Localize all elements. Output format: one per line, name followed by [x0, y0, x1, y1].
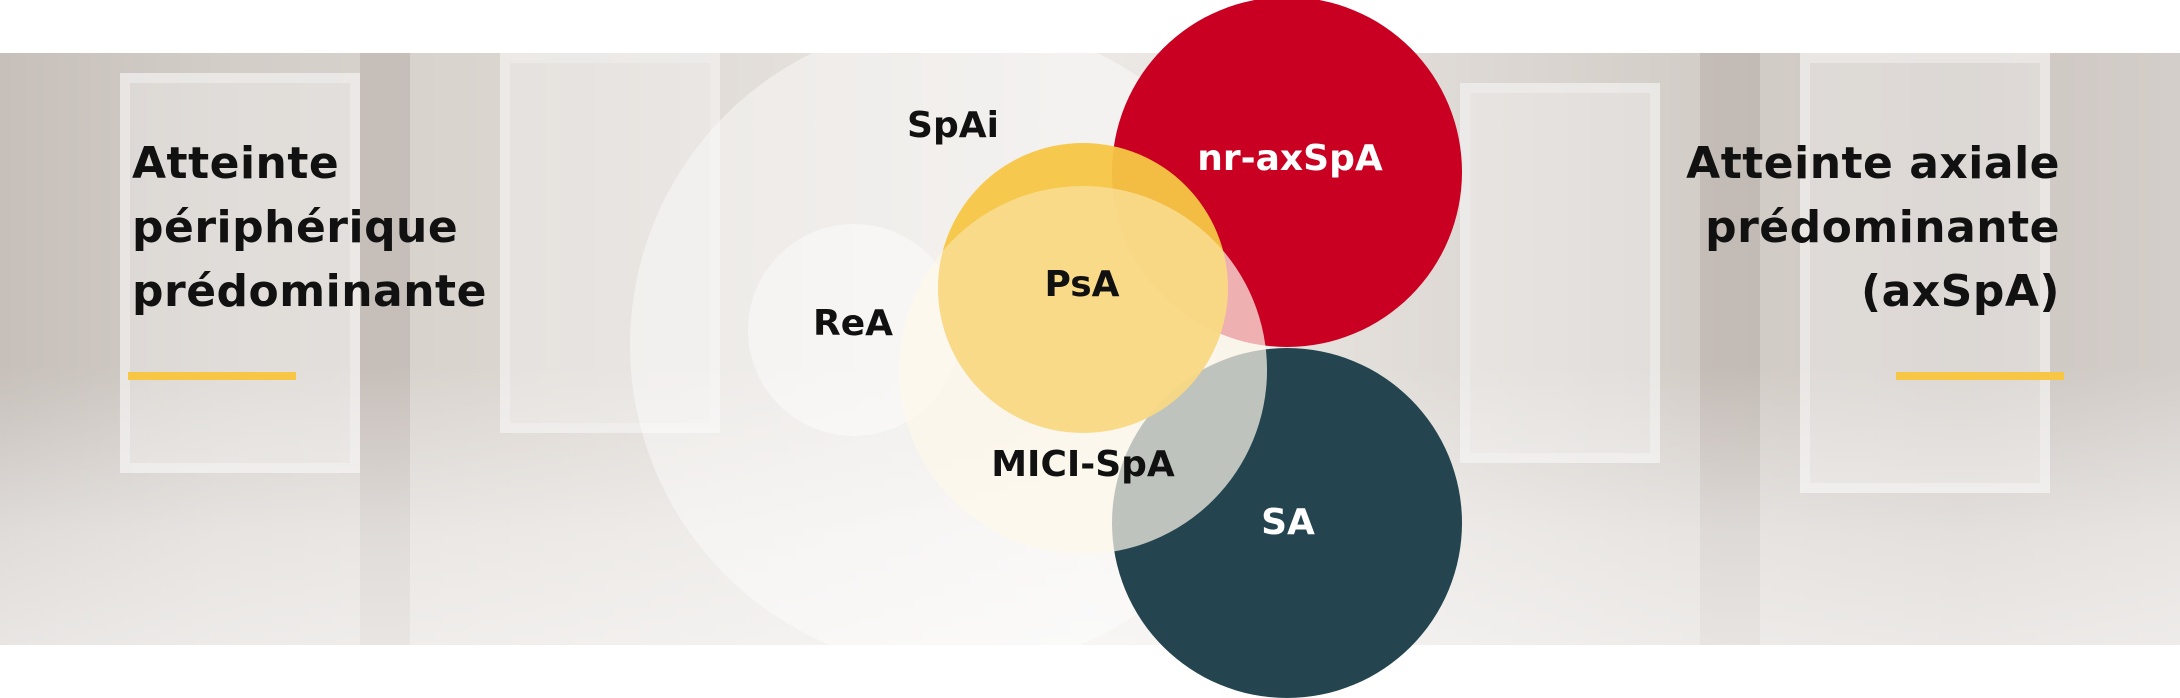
- left-accent-bar: [128, 372, 296, 380]
- label-psa: PsA: [1044, 264, 1119, 305]
- right-heading: Atteinte axiale prédominante (axSpA): [1686, 132, 2060, 324]
- label-spai: SpAi: [907, 105, 999, 146]
- left-heading-line-3: prédominante: [132, 266, 487, 317]
- label-mici: MICI-SpA: [991, 444, 1175, 485]
- right-heading-line-2: prédominante: [1705, 202, 2060, 253]
- circle-psa: [938, 143, 1228, 433]
- right-heading-line-1: Atteinte axiale: [1686, 138, 2060, 189]
- right-heading-line-3: (axSpA): [1860, 266, 2060, 317]
- left-heading-line-1: Atteinte: [132, 138, 340, 189]
- circle-mici-overlay: [899, 186, 1267, 554]
- label-rea: ReA: [813, 303, 893, 344]
- label-sa: SA: [1261, 502, 1315, 543]
- label-nraxspa: nr-axSpA: [1197, 138, 1383, 179]
- left-heading: Atteinte périphérique prédominante: [132, 132, 487, 324]
- right-accent-bar: [1896, 372, 2064, 380]
- left-heading-line-2: périphérique: [132, 202, 459, 253]
